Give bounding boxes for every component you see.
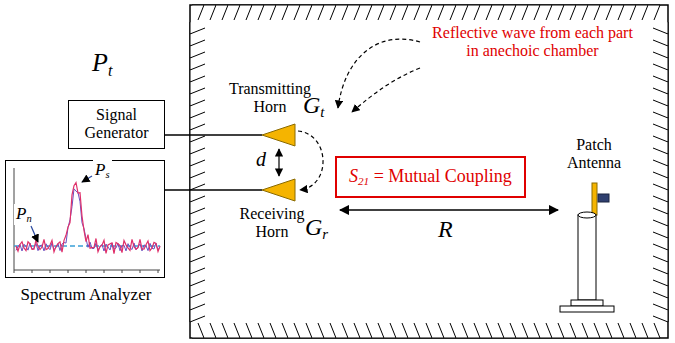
spectrum-trace <box>14 168 160 273</box>
distance-symbol: R <box>438 216 453 244</box>
spacing-symbol: d <box>256 148 266 171</box>
box-label: Signal Generator <box>77 106 156 143</box>
absorbers <box>190 5 668 338</box>
antenna-label: Patch Antenna <box>548 136 640 173</box>
coupling-path <box>298 131 323 190</box>
instrument-box: Signal Generator <box>68 100 165 149</box>
patch-antenna-figure <box>560 183 614 312</box>
gain-symbol: Gr <box>305 214 328 243</box>
chamber-wall <box>190 5 668 338</box>
receiving-horn <box>262 179 295 201</box>
transmitting-horn <box>262 124 295 146</box>
coupling-box: S21 = Mutual Coupling <box>335 156 526 198</box>
box-heading: Spectrum Analyzer <box>6 285 166 305</box>
gain-symbol: Gt <box>303 92 324 121</box>
power-symbol: Pt <box>92 48 112 80</box>
reflection-path <box>338 39 420 108</box>
noise-symbol: Pn <box>14 204 34 225</box>
rx-cable <box>165 189 262 191</box>
box-label: S21 = Mutual Coupling <box>349 166 512 188</box>
spacing-arrow <box>278 149 279 176</box>
note-text: Reflective wave from each part in anecho… <box>425 24 640 61</box>
reflection-path <box>352 68 420 112</box>
signal-symbol: Ps <box>93 160 112 181</box>
tx-cable <box>165 134 262 136</box>
distance-arrow <box>340 209 558 211</box>
